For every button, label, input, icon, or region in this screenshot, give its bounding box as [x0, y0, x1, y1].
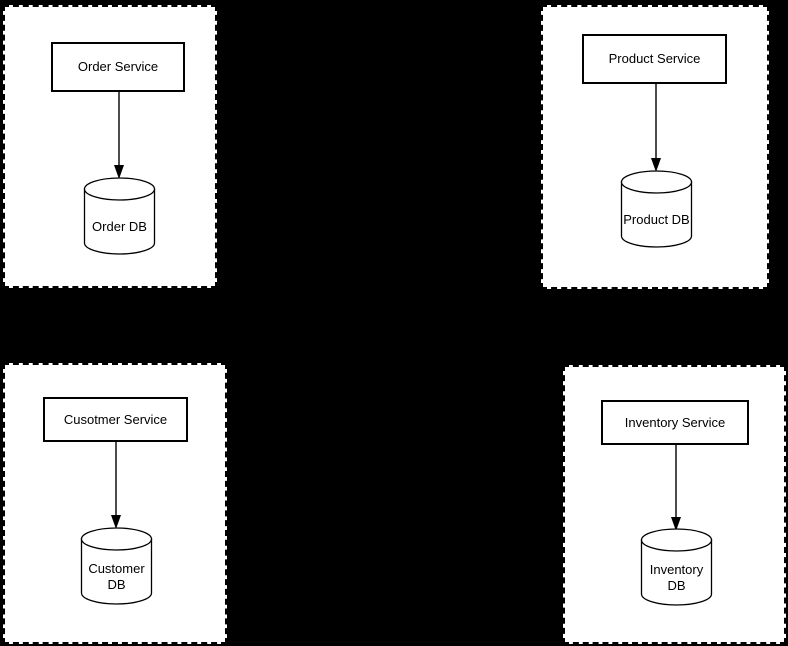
database-cylinder-customer[interactable]: Customer DB [80, 527, 153, 605]
service-boundary-customer: Cusotmer Service Customer DB [3, 363, 227, 644]
service-boundary-order: Order Service Order DB [3, 5, 217, 288]
connector-order-service-to-db [110, 92, 128, 180]
database-cylinder-product[interactable]: Product DB [620, 170, 693, 248]
connector-inventory-service-to-db [667, 445, 685, 532]
service-box-inventory[interactable]: Inventory Service [601, 400, 749, 445]
service-box-inventory-label: Inventory Service [624, 414, 726, 430]
connector-product-service-to-db [647, 84, 665, 173]
service-box-customer[interactable]: Cusotmer Service [43, 397, 188, 442]
service-boundary-product: Product Service Product DB [541, 5, 769, 289]
connector-customer-service-to-db [107, 442, 125, 530]
service-boundary-inventory: Inventory Service Inventory DB [563, 365, 786, 644]
service-box-order[interactable]: Order Service [51, 42, 185, 92]
service-box-product-label: Product Service [608, 51, 701, 67]
database-cylinder-inventory[interactable]: Inventory DB [640, 528, 713, 606]
service-box-order-label: Order Service [77, 59, 159, 75]
database-cylinder-order[interactable]: Order DB [83, 177, 156, 255]
service-box-customer-label: Cusotmer Service [63, 411, 168, 427]
service-box-product[interactable]: Product Service [582, 34, 727, 84]
